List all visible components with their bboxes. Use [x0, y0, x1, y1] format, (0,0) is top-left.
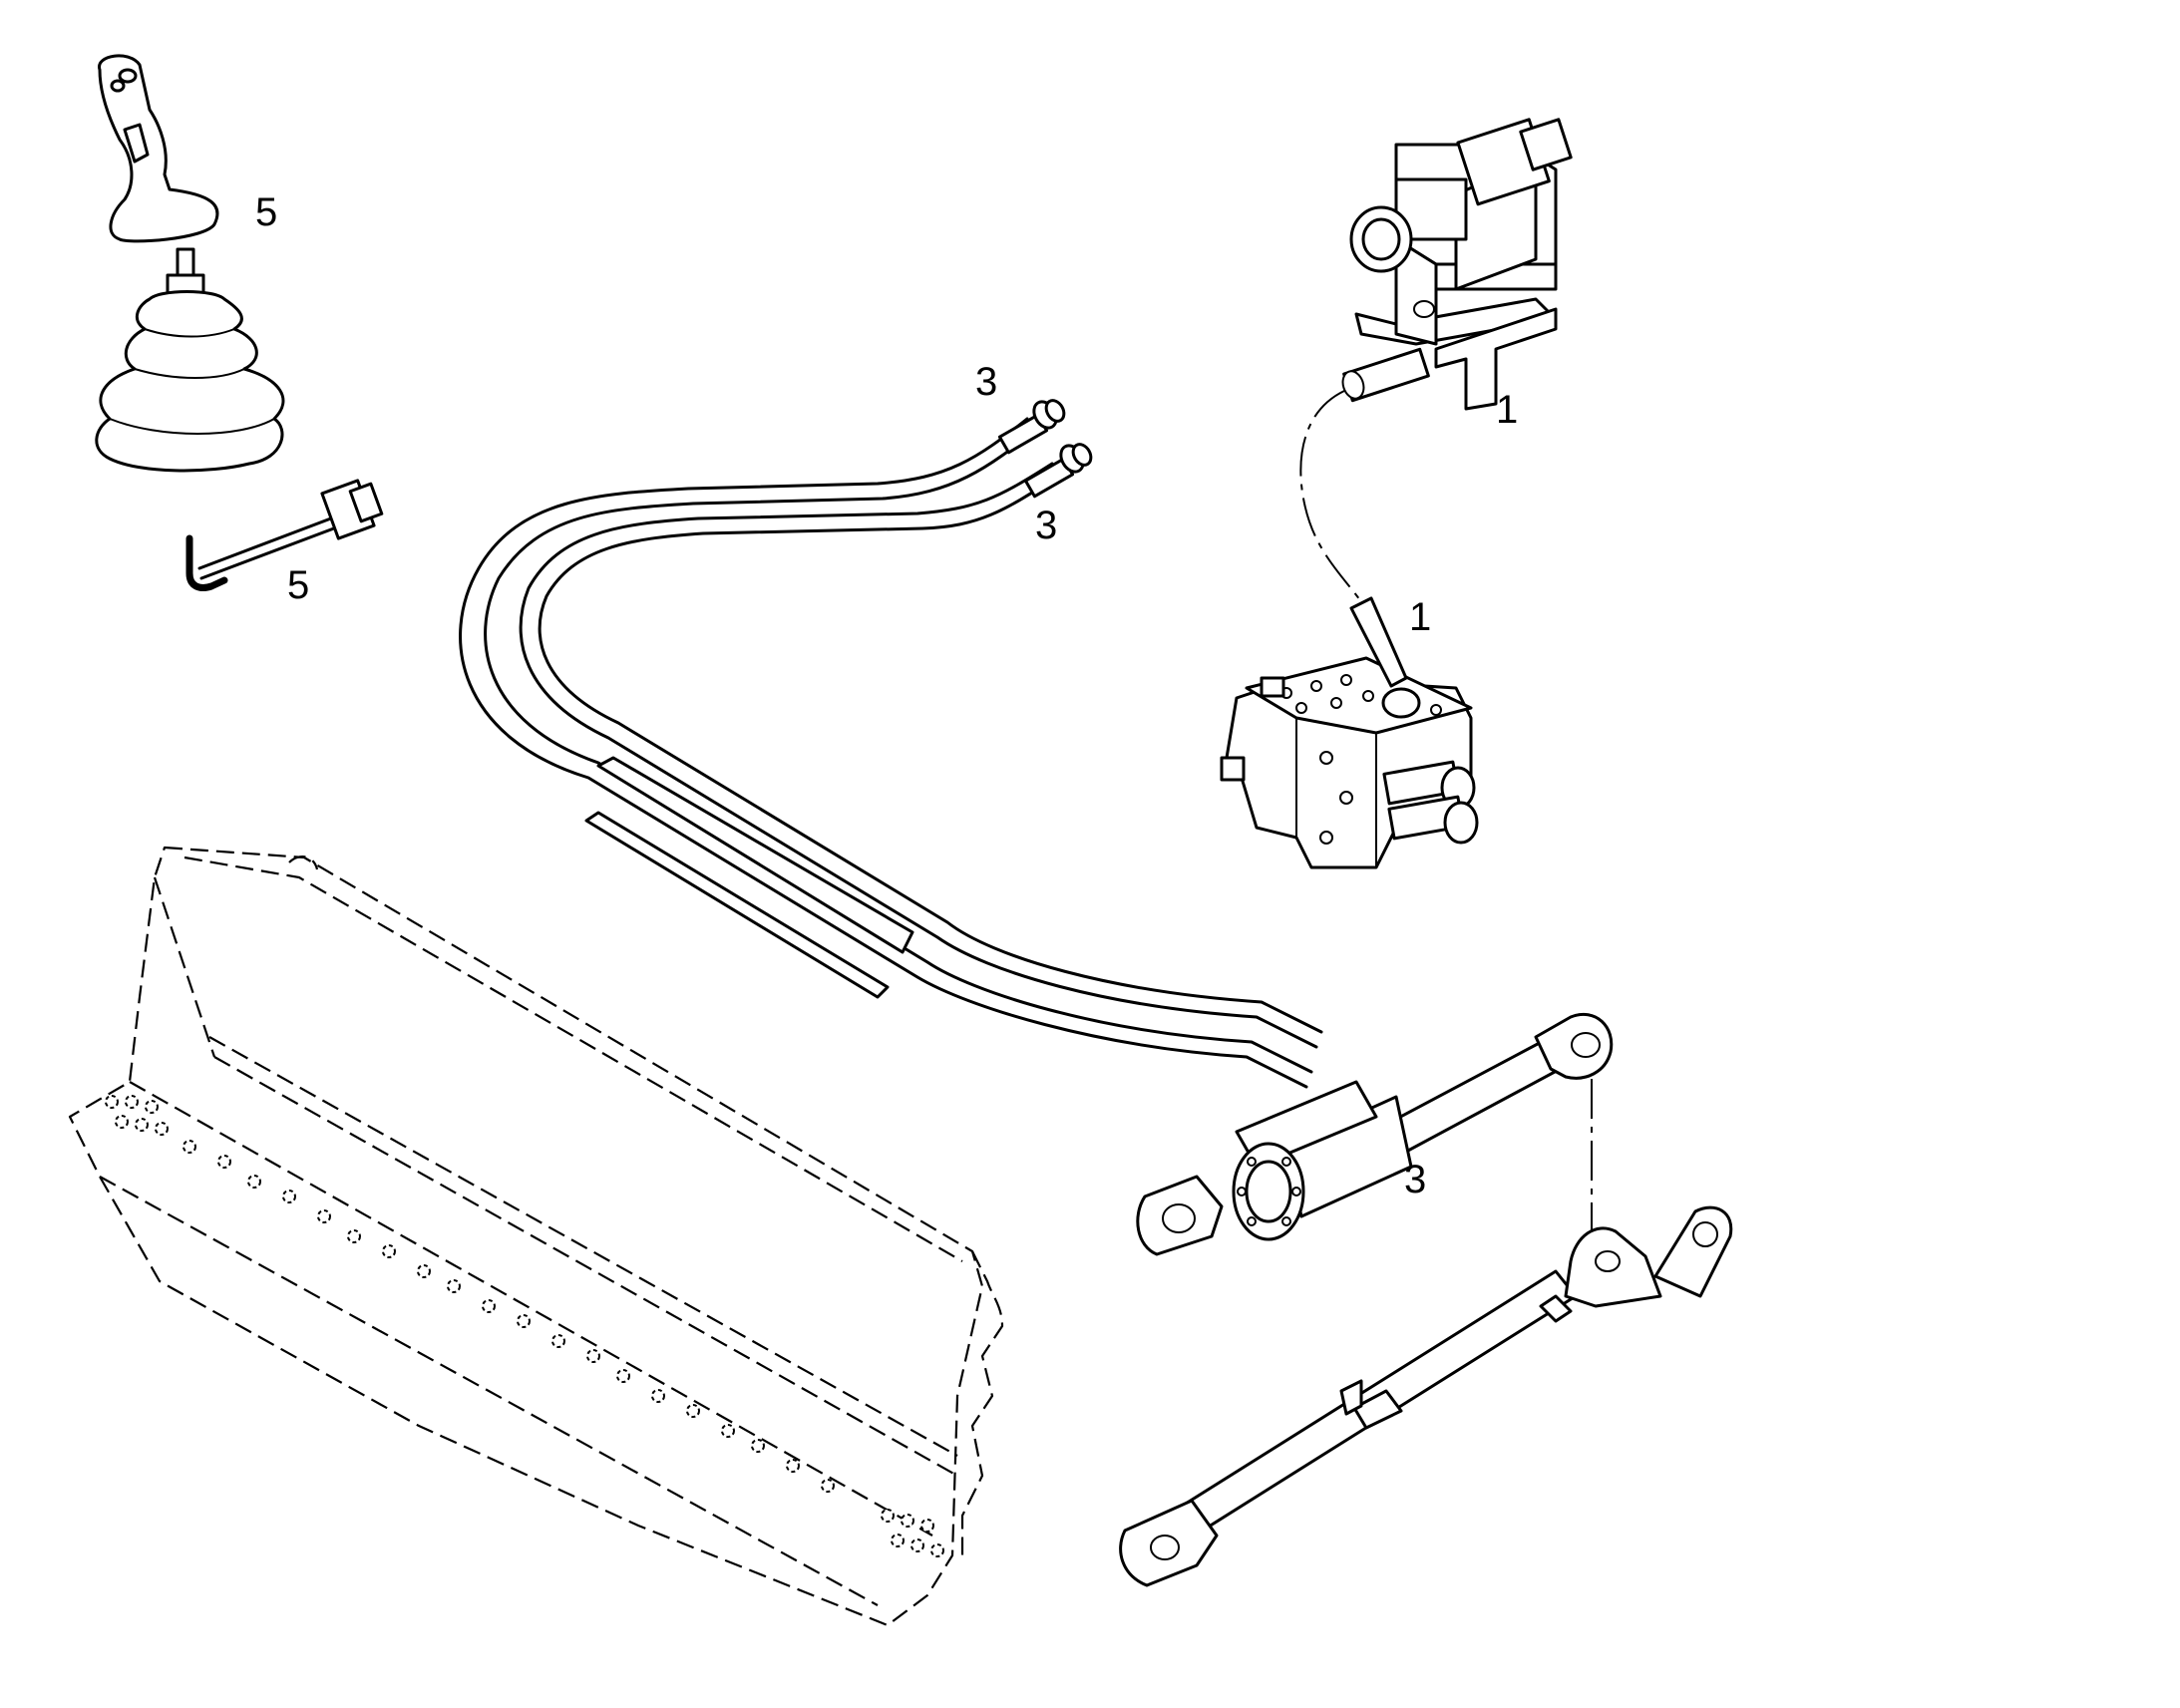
hydraulic-hoses	[459, 399, 1323, 1089]
solenoid-valve	[1341, 118, 1573, 411]
callout-cylinder: 3	[1404, 1158, 1426, 1201]
hydraulic-cylinder	[1136, 1013, 1614, 1256]
callout-hose-upper: 3	[975, 360, 997, 404]
callout-control-valve: 1	[1409, 595, 1431, 639]
push-arm-frame	[1119, 1205, 1733, 1587]
dozer-blade-outline	[68, 846, 1004, 1627]
leader-line-valves	[1299, 390, 1372, 624]
callout-hose-lower: 3	[1035, 504, 1057, 547]
callout-joystick-cable: 5	[287, 563, 309, 607]
joystick-cable	[185, 479, 384, 591]
joystick-assembly	[95, 54, 285, 473]
control-valve-block	[1220, 596, 1479, 869]
blade-bolt-holes	[105, 1095, 944, 1557]
callout-joystick-handle: 5	[255, 190, 277, 234]
callout-solenoid-valve: 1	[1496, 388, 1518, 432]
